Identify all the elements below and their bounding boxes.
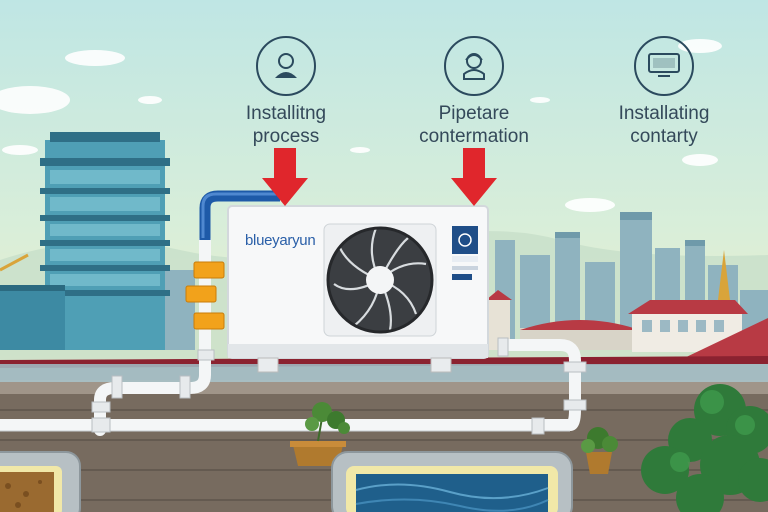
arrow-down-icon [451,148,497,206]
energy-label [452,226,478,280]
person-icon [256,36,316,96]
step-label: Installating contarty [618,103,710,147]
storage-tank-center [331,451,573,512]
fan-grille [323,223,437,337]
orange-fittings [185,261,225,330]
technician-icon [444,36,504,96]
step-installing-process: Installitng process [186,36,386,148]
tall-building [0,132,170,350]
step-label: Pipetare contermation [419,103,529,147]
clouds [0,39,722,212]
monitor-icon [634,36,694,96]
tree [641,384,768,512]
storage-tank-left [0,451,81,512]
unit-brand-label: blueyaryun [245,232,316,249]
step-pipetare-contermation: Pipetare contermation [374,36,574,148]
small-plant [581,427,618,474]
potted-plant [290,402,350,466]
pipe-joints [91,337,587,435]
step-installating-contarty: Installating contarty [564,36,764,148]
arrow-down-icon [262,148,308,206]
right-houses [486,290,768,360]
outdoor-ac-unit [227,205,489,373]
step-label: Installitng process [245,103,327,147]
